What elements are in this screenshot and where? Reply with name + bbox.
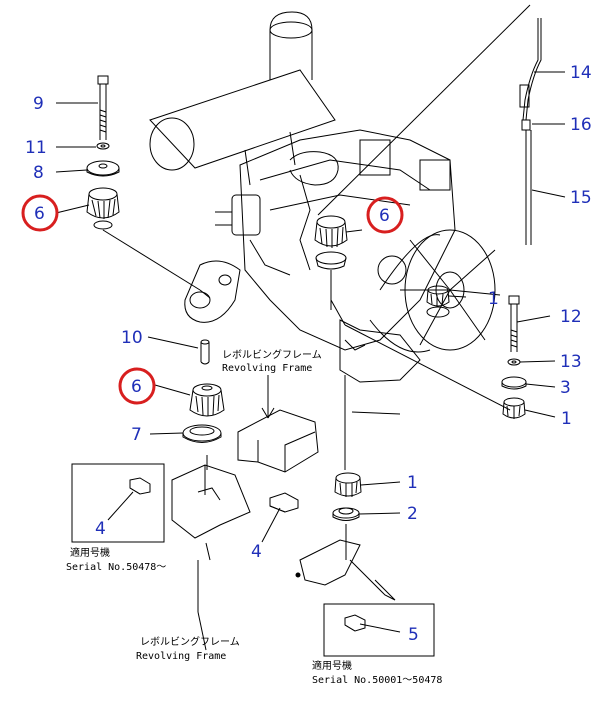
mount-1-center [334,472,362,497]
callout-9: 9 [33,94,44,114]
frame-label-en-upper: Revolving Frame [222,363,312,374]
callout-1-fan: 1 [488,289,499,309]
mount-1-upper-right [426,285,450,318]
callout-11: 11 [25,138,47,158]
pin-10 [200,339,210,365]
callout-7: 7 [131,425,142,445]
callout-13: 13 [560,352,582,372]
highlight-circle-6-center [366,196,404,234]
callout-15: 15 [570,188,592,208]
frame-label-en-lower: Revolving Frame [136,651,226,662]
callout-1-center: 1 [407,473,418,493]
washer-11 [96,142,110,150]
callout-2: 2 [407,504,418,524]
inset-box-left [71,463,165,543]
inset-box-right [323,603,435,657]
serial-label-left: Serial No.50478～ [66,562,166,573]
highlight-circle-6-upper-left [21,194,59,232]
callout-4-left: 4 [95,519,106,539]
cup-2 [332,507,360,521]
plate-8 [86,160,120,177]
engine-assembly [149,11,501,383]
plate-3 [501,376,527,390]
callout-leaders [55,71,566,633]
callout-12: 12 [560,307,582,327]
dipstick [519,18,542,245]
callout-6-lower-left: 6 [131,377,142,397]
applicable-label-left: 適用号機 [70,546,110,559]
bolt-9 [97,75,109,140]
cup-7 [182,424,222,443]
applicable-label-right: 適用号機 [312,659,352,672]
callout-16: 16 [570,115,592,135]
mount-6-upper [86,187,120,230]
mount-6-lower [189,383,225,417]
mount-1-lower-right [502,397,526,419]
serial-label-right: Serial No.50001～50478 [312,675,442,686]
callout-14: 14 [570,63,592,83]
highlight-circle-6-lower-left [118,367,156,405]
callout-6-upper-left: 6 [34,204,45,224]
callout-5: 5 [408,625,419,645]
callout-8: 8 [33,163,44,183]
bolt-12 [508,295,520,352]
callout-1-right: 1 [561,409,572,429]
callout-4-center: 4 [251,542,262,562]
callout-10: 10 [121,328,143,348]
frame-label-jp-upper: レボルビングフレーム [222,348,322,361]
callout-6-center: 6 [379,206,390,226]
callout-3: 3 [560,378,571,398]
washer-13 [507,358,521,366]
mount-6-center [314,215,348,270]
frame-label-jp-lower: レボルビングフレーム [140,635,240,648]
